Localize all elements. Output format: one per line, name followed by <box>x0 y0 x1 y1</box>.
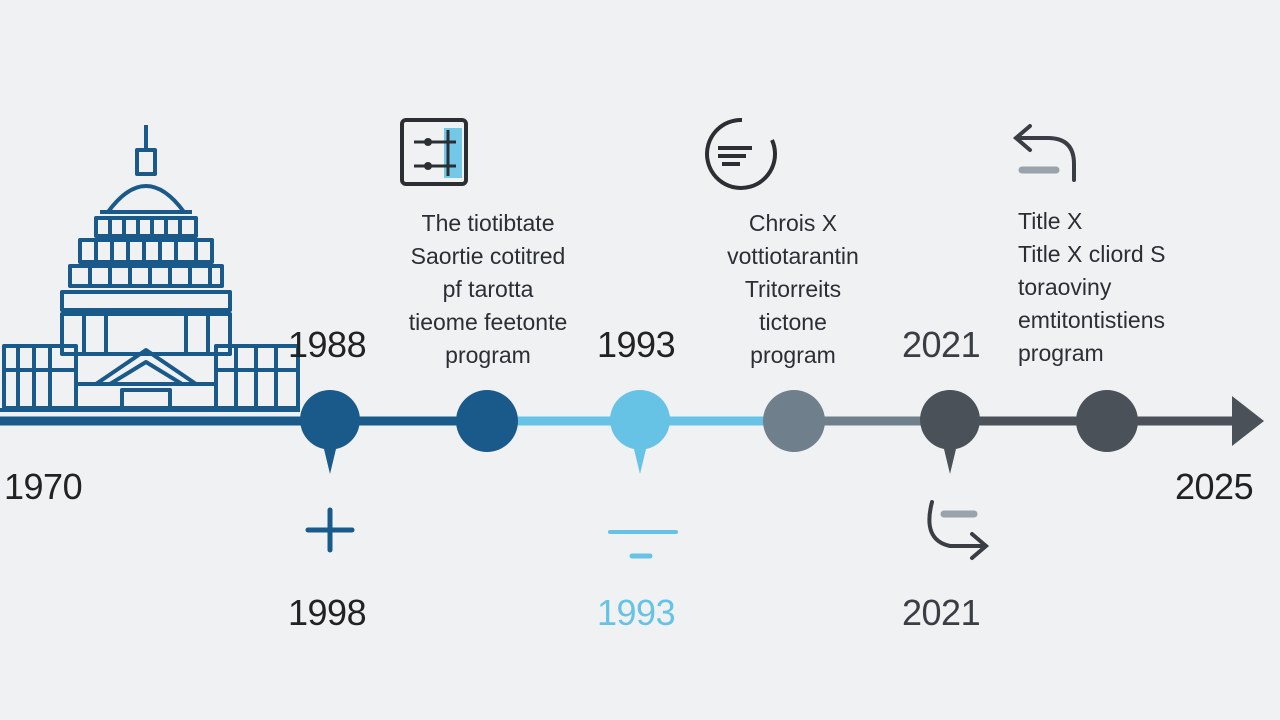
milestone-1-description: The tiotibtate Saortie cotitred pf tarot… <box>378 207 598 372</box>
milestone-1-line-1: The tiotibtate <box>421 210 555 236</box>
milestone-3-line-1: Title X <box>1018 208 1083 234</box>
timeline-pin-5 <box>920 390 980 474</box>
milestone-1-line-4: tieome feetonte <box>408 309 568 335</box>
milestone-2-top-year: 1993 <box>597 324 676 365</box>
timeline-arrowhead <box>1232 396 1264 446</box>
milestone-3-line-2: Title X cliord S <box>1018 241 1166 267</box>
milestone-3-bottom-year: 2021 <box>902 592 981 633</box>
milestone-3-line-5: program <box>1018 340 1104 366</box>
milestone-2-bottom-year: 1993 <box>597 592 676 633</box>
minus-icon <box>608 530 678 559</box>
milestone-2-line-5: program <box>750 342 836 368</box>
axis-start-year: 1970 <box>4 466 83 507</box>
menu-circle-icon <box>705 117 778 190</box>
timeline-dot-4 <box>763 390 825 452</box>
milestone-1-line-5: program <box>445 342 531 368</box>
milestone-2-line-2: vottiotarantin <box>727 243 859 269</box>
milestone-1-line-3: pf tarotta <box>442 276 534 302</box>
milestone-2-line-1: Chrois X <box>748 210 838 236</box>
axis-end-year: 2025 <box>1175 466 1254 507</box>
milestone-3-top-year: 2021 <box>902 324 981 365</box>
milestone-1-bottom-year: 1998 <box>288 592 367 633</box>
milestone-1-top-year: 1988 <box>288 324 367 365</box>
milestone-3-line-4: emtitontistiens <box>1018 307 1166 333</box>
milestone-2-description: Chrois X vottiotarantin Tritorreits tict… <box>688 207 898 372</box>
timeline-pin-1 <box>300 390 360 474</box>
milestone-3-description: Title X Title X cliord S toraoviny emtit… <box>1018 205 1258 370</box>
return-arrow-icon <box>927 500 990 560</box>
milestone-1-line-2: Saortie cotitred <box>410 243 566 269</box>
capitol-building-icon <box>0 125 300 412</box>
milestone-2-line-3: Tritorreits <box>744 276 842 302</box>
timeline-pin-3 <box>610 390 670 474</box>
document-chart-icon <box>400 118 468 186</box>
plus-icon <box>305 507 355 553</box>
milestone-3-line-3: toraoviny <box>1018 274 1112 300</box>
timeline-dot-6 <box>1076 390 1138 452</box>
milestone-2-line-4: tictone <box>759 309 827 335</box>
timeline-dot-2 <box>456 390 518 452</box>
undo-arrow-icon <box>1012 124 1076 182</box>
